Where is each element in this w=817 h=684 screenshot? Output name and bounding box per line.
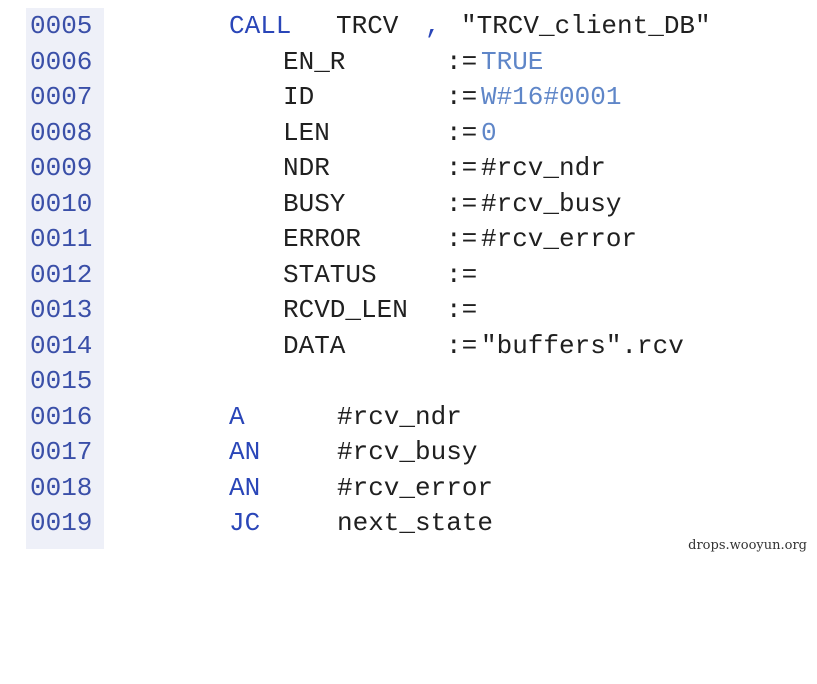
line-number: 0006 <box>30 46 93 77</box>
code-line[interactable]: 0010 BUSY := #rcv_busy <box>0 187 817 223</box>
operand: #rcv_ndr <box>337 401 462 432</box>
assign-operator: := <box>446 224 478 254</box>
parameter-name: NDR <box>283 153 330 183</box>
code-line[interactable]: 0013 RCVD_LEN := <box>0 293 817 329</box>
parameter-value: #rcv_error <box>481 224 638 254</box>
code-line[interactable]: 0019 JC next_state <box>0 506 817 542</box>
line-number: 0005 <box>30 11 93 41</box>
line-number: 0010 <box>30 188 93 219</box>
assign-operator: := <box>446 295 478 325</box>
operand: #rcv_busy <box>337 437 478 467</box>
parameter-name: EN_R <box>283 46 346 77</box>
line-number: 0015 <box>30 366 93 396</box>
instance-db-name: "TRCV_client_DB" <box>461 11 711 41</box>
parameter-value: "buffers".rcv <box>481 330 684 361</box>
assign-operator: := <box>446 153 478 183</box>
assign-operator: := <box>446 188 478 219</box>
code-line[interactable]: 0017 AN #rcv_busy <box>0 435 817 471</box>
instruction: JC <box>229 508 261 538</box>
parameter-name: DATA <box>283 330 346 361</box>
parameter-name: ERROR <box>283 224 362 254</box>
line-number: 0014 <box>30 330 93 361</box>
line-number: 0012 <box>30 259 93 290</box>
code-line[interactable]: 0005 CALL TRCV , "TRCV_client_DB" <box>0 9 817 45</box>
assign-operator: := <box>446 46 478 77</box>
code-line[interactable]: 0016 A #rcv_ndr <box>0 400 817 436</box>
assign-operator: := <box>446 82 478 112</box>
instruction: AN <box>229 472 261 503</box>
line-number: 0013 <box>30 295 93 325</box>
instruction: A <box>229 401 245 432</box>
instruction: AN <box>229 437 261 467</box>
parameter-value: #rcv_busy <box>481 188 622 219</box>
code-line[interactable]: 0009 NDR := #rcv_ndr <box>0 151 817 187</box>
code-line[interactable]: 0011 ERROR := #rcv_error <box>0 222 817 258</box>
line-number-gutter <box>26 8 104 549</box>
assign-operator: := <box>446 330 478 361</box>
call-keyword: CALL <box>229 11 292 41</box>
code-line[interactable]: 0007 ID := W#16#0001 <box>0 80 817 116</box>
parameter-value: W#16#0001 <box>481 82 622 112</box>
line-number: 0016 <box>30 401 93 432</box>
parameter-name: ID <box>283 82 315 112</box>
parameter-value: TRUE <box>481 46 544 77</box>
line-number: 0008 <box>30 117 93 148</box>
code-line[interactable]: 0015 <box>0 364 817 400</box>
line-number: 0019 <box>30 508 93 538</box>
line-number: 0018 <box>30 472 93 503</box>
line-number: 0017 <box>30 437 93 467</box>
operand: #rcv_error <box>337 472 494 503</box>
code-line[interactable]: 0006 EN_R := TRUE <box>0 45 817 81</box>
code-line[interactable]: 0018 AN #rcv_error <box>0 471 817 507</box>
assign-operator: := <box>446 117 478 148</box>
comma: , <box>425 11 441 41</box>
parameter-name: STATUS <box>283 259 377 290</box>
operand: next_state <box>337 508 494 538</box>
code-line[interactable]: 0014 DATA := "buffers".rcv <box>0 329 817 365</box>
parameter-name: RCVD_LEN <box>283 295 408 325</box>
line-number: 0011 <box>30 224 93 254</box>
code-line[interactable]: 0012 STATUS := <box>0 258 817 294</box>
parameter-value: 0 <box>481 117 497 148</box>
line-number: 0007 <box>30 82 93 112</box>
parameter-value: #rcv_ndr <box>481 153 606 183</box>
assign-operator: := <box>446 259 478 290</box>
parameter-name: LEN <box>283 117 330 148</box>
parameter-name: BUSY <box>283 188 346 219</box>
function-block-name: TRCV <box>336 11 399 41</box>
code-line[interactable]: 0008 LEN := 0 <box>0 116 817 152</box>
line-number: 0009 <box>30 153 93 183</box>
code-editor: 0005 CALL TRCV , "TRCV_client_DB" 0006 E… <box>0 8 817 553</box>
watermark: drops.wooyun.org <box>688 538 807 553</box>
